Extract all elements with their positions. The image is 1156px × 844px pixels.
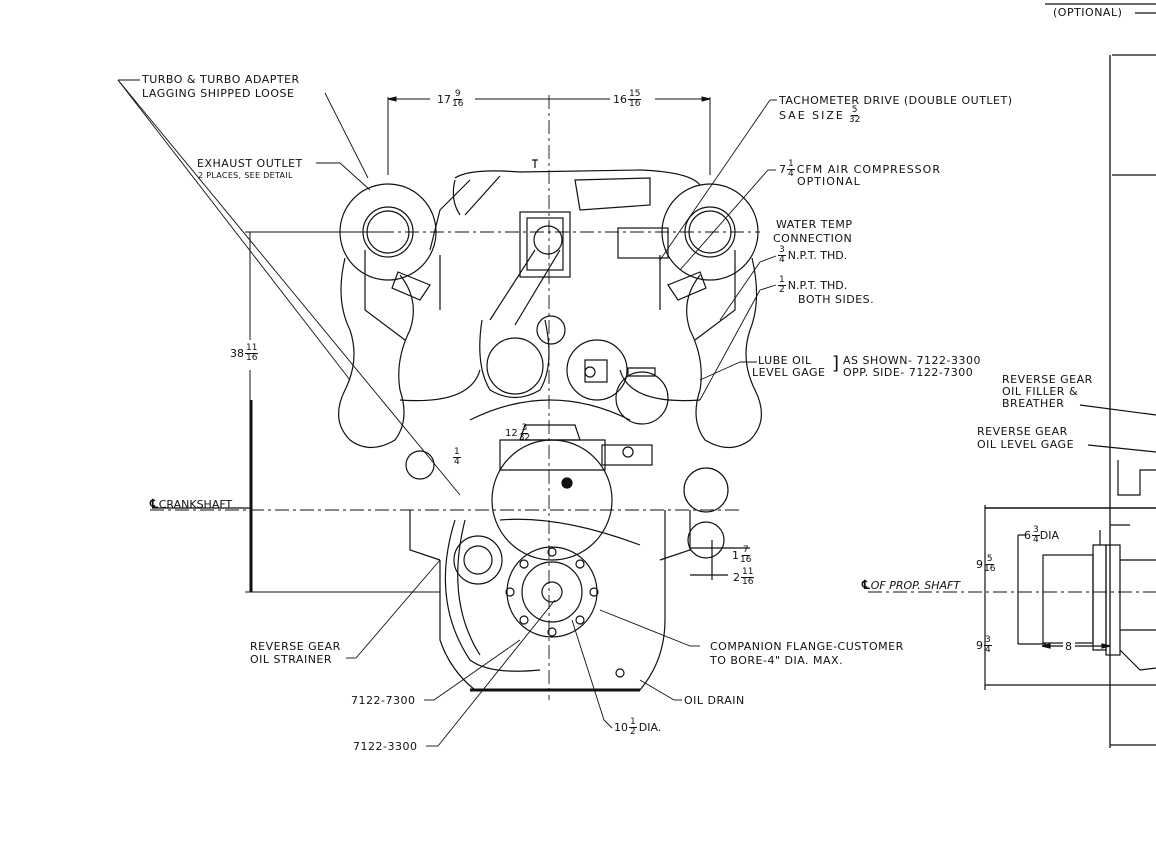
dim-whole: 1 [732,549,739,562]
centerline-icon: ℄ [862,578,870,592]
dim-whole: 2 [733,571,740,584]
right-turbocharger [661,183,762,449]
dim-whole: 16 [613,93,627,106]
rev-gear-level-line2: OIL LEVEL GAGE [977,438,1075,451]
model-7300-label: 7122-7300 [351,694,416,707]
air-compressor-optional: OPTIONAL [797,175,861,188]
exhaust-outlet-sublabel: 2 PLACES, SEE DETAIL [198,171,293,180]
both-sides-label: BOTH SIDES. [798,293,875,306]
dim-whole: 12 [505,428,518,439]
water-temp-label-line2: CONNECTION [773,232,853,245]
top-dimension-lines [387,96,711,175]
companion-flange-line1: COMPANION FLANGE-CUSTOMER [710,640,904,653]
rev-gear-level-line1: REVERSE GEAR [977,425,1068,438]
left-turbocharger [338,183,437,449]
turbo-lagging-label-line1: TURBO & TURBO ADAPTER [142,73,300,86]
oil-drain-label: OIL DRAIN [684,694,745,707]
rev-gear-filler-line1: REVERSE GEAR [1002,373,1093,386]
rev-gear-strainer-line2: OIL STRAINER [250,653,333,666]
dim-whole: 38 [230,347,244,360]
height-dimension-line [245,231,440,593]
leader-lines [117,79,777,747]
flywheel-housing [409,424,691,692]
exhaust-outlet-label: EXHAUST OUTLET [197,157,303,170]
rev-gear-filler-line3: BREATHER [1002,397,1065,410]
lube-oil-label-line2: LEVEL GAGE [752,366,826,379]
dim-whole: 9 [976,639,983,652]
side-view [984,3,1156,748]
engine-block [364,250,736,425]
prop-shaft-label: ℄ OF PROP. SHAFT [862,578,961,592]
dim-whole: 9 [976,558,983,571]
rev-gear-strainer-line1: REVERSE GEAR [250,640,341,653]
lube-oil-label-line1: LUBE OIL [758,354,812,367]
centerlines [150,95,1156,700]
tachometer-drive-label: TACHOMETER DRIVE (DOUBLE OUTLET) [779,94,1013,107]
centerline-icon: ℄ [150,497,158,511]
lube-oil-bracket: ] [832,353,840,374]
lube-oil-as-shown: AS SHOWN- 7122-3300 [843,354,981,367]
turbo-lagging-label-line2: LAGGING SHIPPED LOOSE [142,87,295,100]
dim-whole: 17 [437,93,451,106]
crankshaft-label: ℄ CRANKSHAFT [150,497,233,511]
dim-shaft-length: 8 [1063,640,1075,653]
water-temp-label-line1: WATER TEMP [776,218,853,231]
engine-mounts [405,450,750,580]
companion-flange-line2: TO BORE-4" DIA. MAX. [710,654,844,667]
lube-oil-opp-side: OPP. SIDE- 7122-7300 [843,366,974,379]
intake-manifold [429,159,701,326]
dim-whole: 6 [1024,529,1031,542]
water-scoop-optional-label: (OPTIONAL) [1053,6,1123,19]
model-3300-label: 7122-3300 [353,740,418,753]
rev-gear-filler-line2: OIL FILLER & [1002,385,1079,398]
companion-flange [444,518,641,678]
